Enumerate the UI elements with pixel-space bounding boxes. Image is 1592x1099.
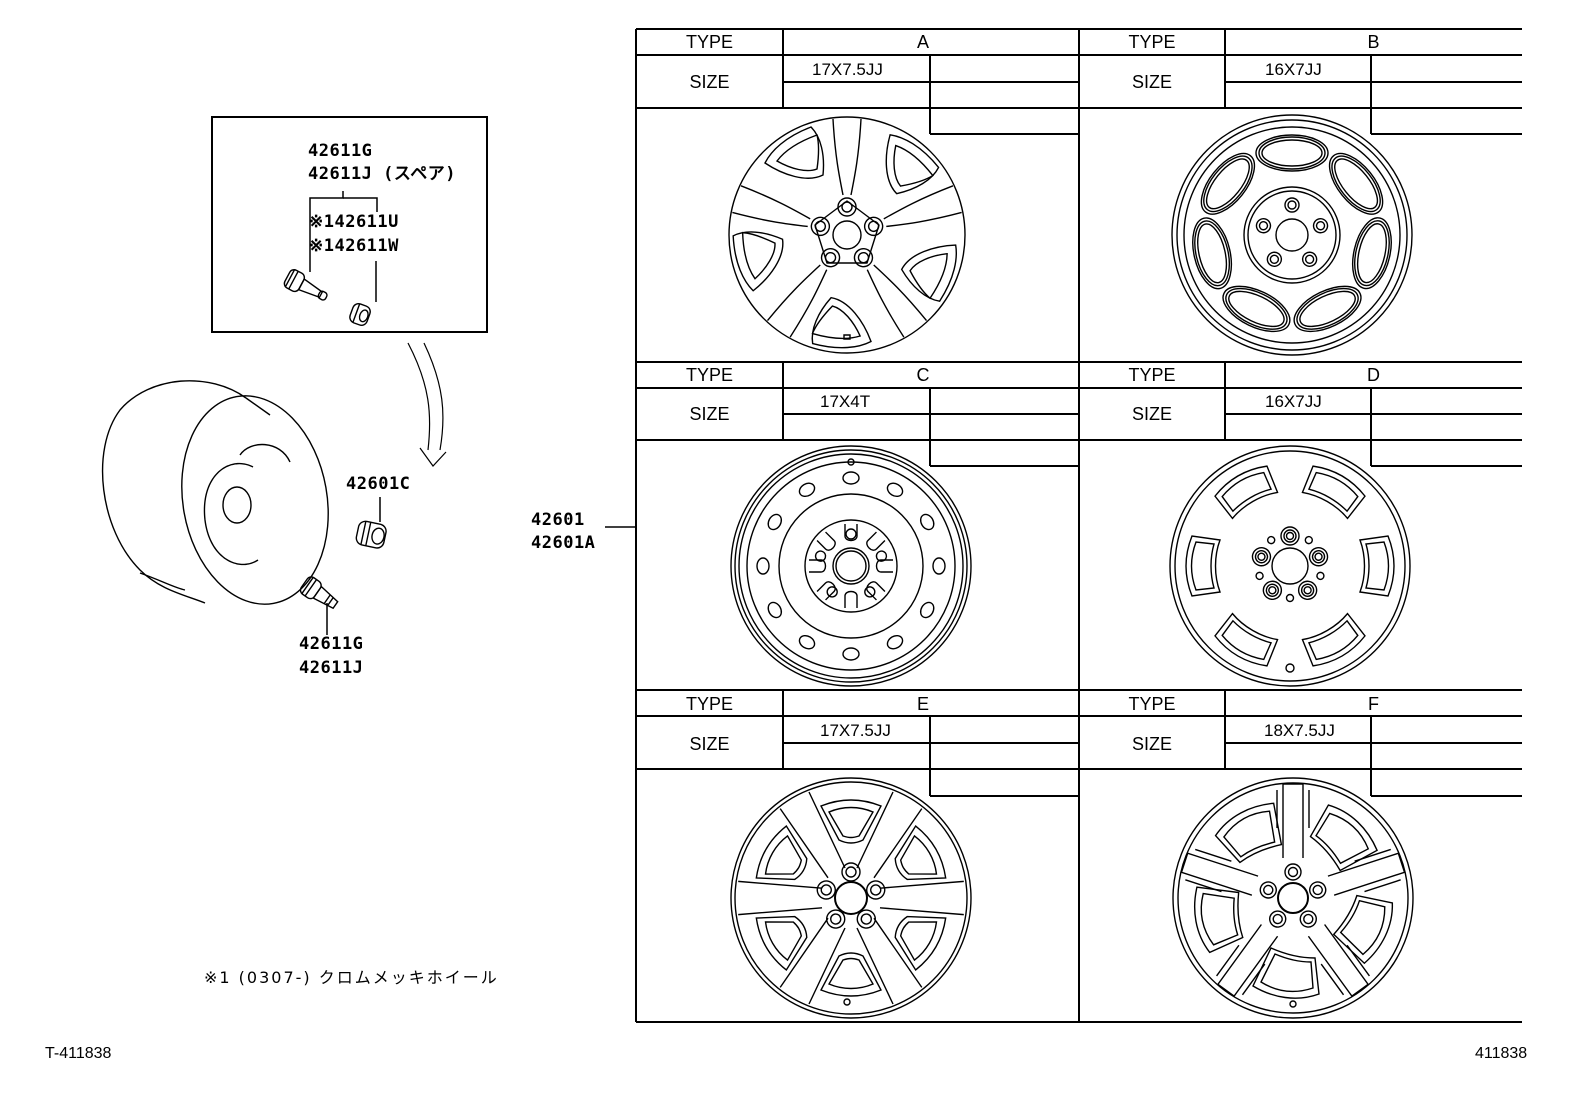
size-value-f: 18X7.5JJ [1264, 721, 1335, 740]
wheel-type-e-drawing [731, 778, 971, 1018]
wheel-type-d-drawing [1159, 445, 1421, 687]
size-value-c: 17X4T [820, 392, 871, 411]
type-header: TYPE [1128, 365, 1176, 385]
type-value-c: C [916, 365, 930, 385]
curved-arrow-icon [408, 343, 446, 466]
valve-stem-icon [283, 268, 331, 306]
size-header: SIZE [1131, 734, 1172, 754]
part-number-42611j[interactable]: 42611J [299, 658, 364, 678]
size-value-a: 17X7.5JJ [812, 60, 883, 79]
wheel-type-f-drawing [1161, 778, 1413, 1031]
size-value-e: 17X7.5JJ [820, 721, 891, 740]
size-header: SIZE [689, 72, 730, 92]
size-header: SIZE [1131, 72, 1172, 92]
wheel-type-c-drawing [731, 446, 971, 686]
footnote-chrome-plated-wheel: ※1 (0307-) クロムメッキホイール [204, 968, 499, 987]
type-header: TYPE [685, 694, 733, 714]
illustration-id-left: T-411838 [45, 1045, 112, 1062]
part-number-42611j-spare[interactable]: 42611J (スペア) [308, 164, 456, 184]
wheel-type-b-drawing [1172, 115, 1412, 355]
size-value-b: 16X7JJ [1265, 60, 1322, 79]
type-value-a: A [916, 32, 929, 52]
wheel-table-grid [636, 29, 1522, 1022]
lug-nut-icon [355, 520, 387, 549]
type-header: TYPE [685, 365, 733, 385]
size-header: SIZE [1131, 404, 1172, 424]
valve-cap-icon [348, 302, 372, 327]
size-header: SIZE [689, 404, 730, 424]
type-header: TYPE [685, 32, 733, 52]
type-value-e: E [916, 694, 929, 714]
inset-box [212, 117, 487, 332]
part-number-42611u[interactable]: ※142611U [309, 212, 399, 232]
part-number-42611g[interactable]: 42611G [299, 634, 364, 654]
type-header: TYPE [1128, 694, 1176, 714]
part-number-42611g-inset[interactable]: 42611G [308, 141, 373, 161]
illustration-id-right: 411838 [1475, 1045, 1528, 1062]
type-header: TYPE [1128, 32, 1176, 52]
part-number-42601a[interactable]: 42601A [531, 533, 596, 553]
wheel-type-a-drawing [710, 117, 983, 378]
type-value-b: B [1367, 32, 1380, 52]
valve-stem-icon [299, 575, 342, 613]
type-value-d: D [1367, 365, 1380, 385]
part-number-42601[interactable]: 42601 [531, 510, 585, 530]
size-header: SIZE [689, 734, 730, 754]
size-value-d: 16X7JJ [1265, 392, 1322, 411]
part-number-42611w[interactable]: ※142611W [309, 236, 399, 256]
tire-wheel-icon [103, 381, 345, 616]
part-number-42601c[interactable]: 42601C [346, 474, 411, 494]
type-value-f: F [1368, 694, 1379, 714]
